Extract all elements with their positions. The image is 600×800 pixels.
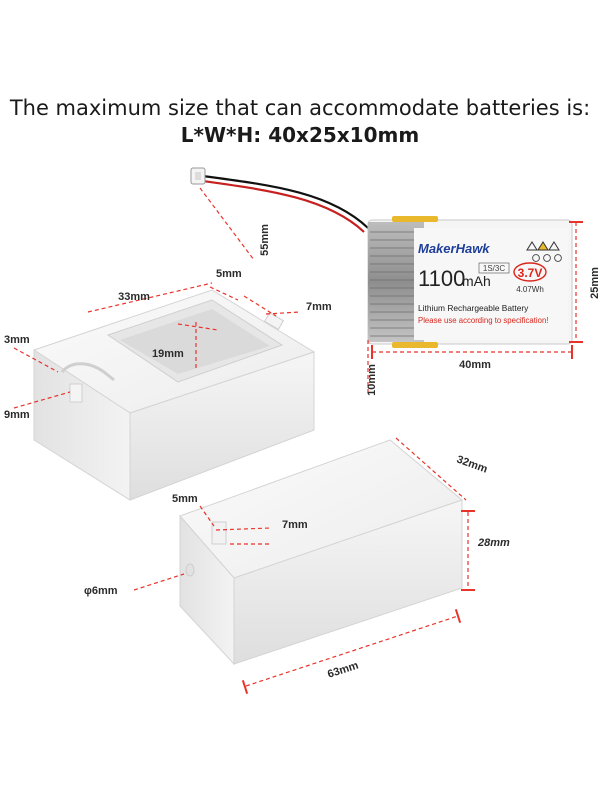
dim-wire-length: 55mm <box>259 224 271 256</box>
battery-wire <box>190 167 369 233</box>
battery-type-label: Lithium Rechargeable Battery <box>418 303 529 313</box>
headline-max-size: The maximum size that can accommodate ba… <box>9 96 591 120</box>
dim-open-side-slot: 5mm <box>216 268 242 280</box>
wire-hole <box>185 563 195 577</box>
open-case-front <box>129 351 315 501</box>
dim-closed-length: 63mm <box>326 659 360 680</box>
side-slot <box>263 311 285 331</box>
dim-closed-slot-width: 5mm <box>172 493 198 505</box>
dim-battery-length: 40mm <box>459 359 491 371</box>
battery-dimension-lines <box>367 222 577 394</box>
dim-closed-slot-depth: 7mm <box>282 519 308 531</box>
battery-energy: 4.07Wh <box>516 285 544 294</box>
closed-case-end <box>179 514 235 666</box>
cavity-floor <box>120 309 270 374</box>
battery-group: 55mm MakerHawk <box>190 167 600 396</box>
dim-closed-height: 28mm <box>477 537 510 549</box>
foil-ridges <box>370 231 422 337</box>
safety-icons <box>526 241 562 262</box>
voltage-ring <box>513 262 547 282</box>
wire-channel <box>60 362 115 382</box>
end-slot <box>69 383 83 403</box>
dim-open-slot-depth: 7mm <box>306 301 332 313</box>
battery-warning: Please use according to specification! <box>418 316 548 325</box>
dim-open-inner: 19mm <box>152 348 184 360</box>
closed-case-slot <box>211 521 227 545</box>
battery-cell-config: 1S/3C <box>483 264 505 273</box>
closed-case-dimension-ticks <box>241 510 475 694</box>
battery-tape-bottom <box>392 342 438 348</box>
battery-capacity-unit: mAh <box>462 273 491 289</box>
battery-dimension-ticks <box>371 221 583 359</box>
dim-open-left-b: 9mm <box>4 409 30 421</box>
cell-config-box <box>478 262 510 274</box>
dim-battery-width: 25mm <box>589 267 600 299</box>
dimension-line <box>199 187 255 261</box>
dim-closed-width: 32mm <box>455 454 489 476</box>
battery-capacity-value: 1100 <box>418 266 465 291</box>
dim-open-left-a: 3mm <box>4 334 30 346</box>
closed-case-group: 5mm 7mm φ6mm 63mm 32mm 28mm <box>84 437 510 694</box>
dim-battery-height: 10mm <box>366 364 378 396</box>
closed-case-dimension-lines <box>133 437 469 687</box>
battery-tape-top <box>392 216 438 222</box>
dim-closed-hole: φ6mm <box>84 585 118 597</box>
headline-dimensions: L*W*H: 40x25x10mm <box>180 123 420 147</box>
dim-open-top: 33mm <box>118 291 150 303</box>
battery-brand: MakerHawk <box>418 241 490 256</box>
open-case-dimension-lines <box>13 282 301 409</box>
battery-voltage: 3.7V <box>518 266 543 280</box>
open-case-group: 33mm 5mm 7mm 19mm 3mm 9mm <box>4 268 332 501</box>
